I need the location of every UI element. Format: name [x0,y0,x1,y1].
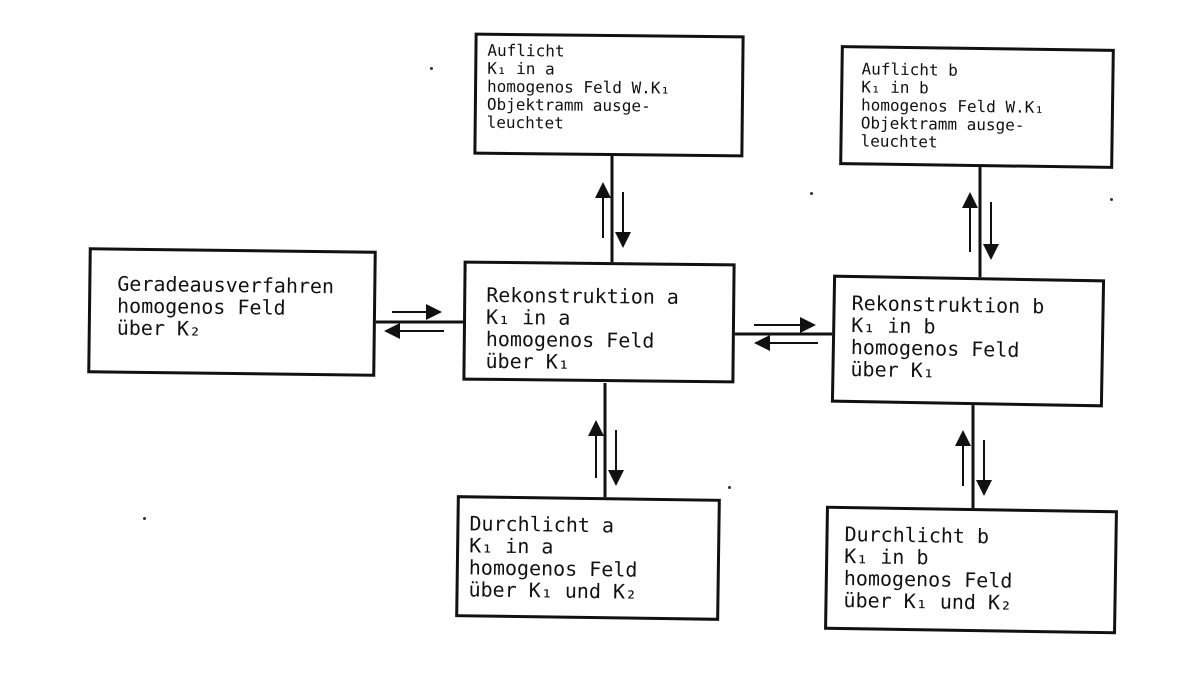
box-text-line: leuchtet [486,112,564,133]
box-geradeausverfahren: Geradeausverfahren homogenos Feld über K… [87,247,377,377]
scan-speck [728,486,731,489]
box-text-line: leuchtet [860,131,938,152]
scan-speck [430,67,433,70]
scan-speck [810,192,813,195]
box-text-line: über K₁ [850,356,935,383]
box-auflicht-b: Auflicht b K₁ in b homogenos Feld W.K₁ O… [839,45,1115,169]
box-rekonstruktion-b: Rekonstruktion b K₁ in b homogenos Feld … [830,274,1106,408]
box-rekonstruktion-a: Rekonstruktion a K₁ in a homogenos Feld … [462,260,736,384]
box-durchlicht-a: Durchlicht a K₁ in a homogenos Feld über… [455,495,721,621]
box-auflicht-a: Auflicht K₁ in a homogenos Feld W.K₁ Obj… [473,32,745,158]
scan-speck [143,517,146,520]
box-durchlicht-b: Durchlicht b K₁ in b homogenos Feld über… [824,505,1118,635]
scan-speck [1110,198,1113,201]
box-text-line: über K₂ [116,315,202,341]
box-text-line: über K₁ und K₂ [468,577,638,604]
box-text-line: über K₁ [485,348,571,374]
box-text-line: über K₁ und K₂ [843,588,1013,615]
